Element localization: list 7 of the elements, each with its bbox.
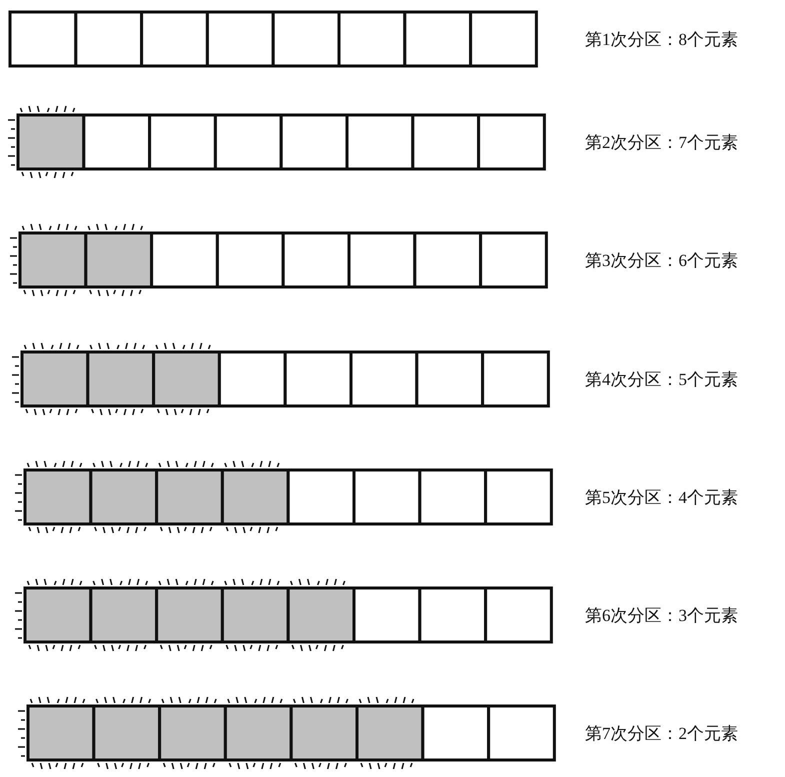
partition-label: 第7次分区：2个元素 xyxy=(585,723,738,745)
partition-label: 第3次分区：6个元素 xyxy=(585,250,738,272)
partition-label: 第2次分区：7个元素 xyxy=(585,132,738,154)
partition-label: 第6次分区：3个元素 xyxy=(585,605,738,627)
partition-label: 第5次分区：4个元素 xyxy=(585,487,738,509)
partition-label: 第4次分区：5个元素 xyxy=(585,369,738,391)
partition-label: 第1次分区：8个元素 xyxy=(585,29,738,51)
